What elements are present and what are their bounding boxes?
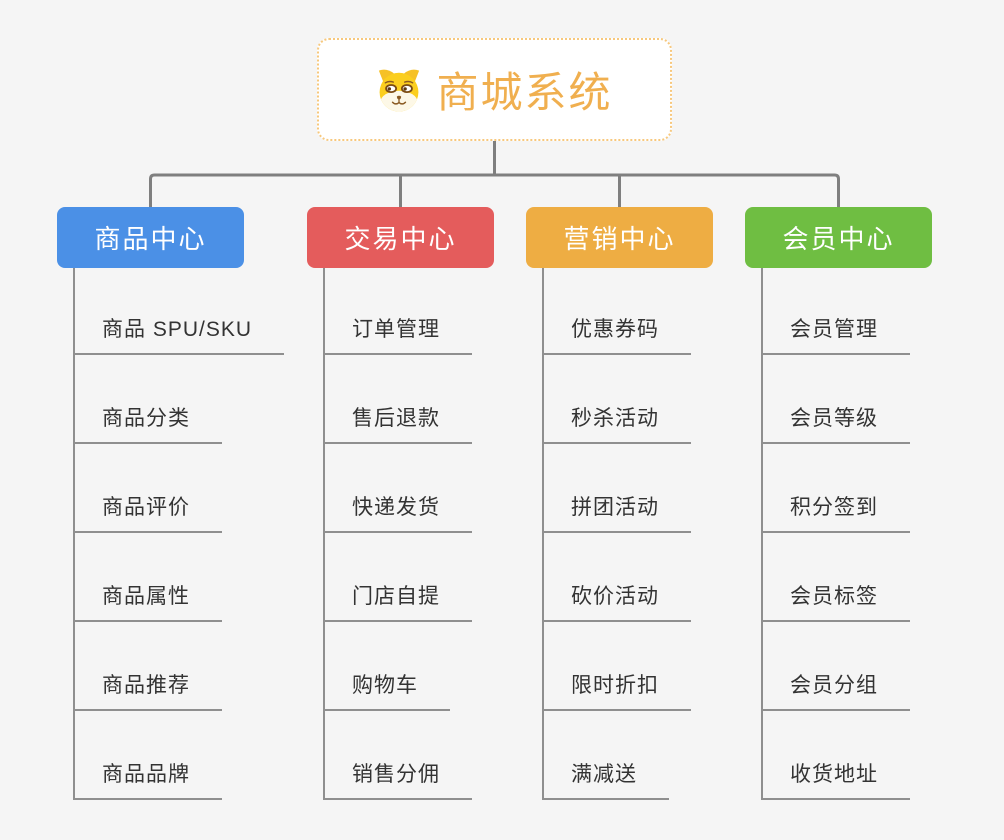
branch-node-1[interactable]: 商品中心 [57,207,244,268]
leaf-row: 商品属性 [73,533,284,622]
leaf-node[interactable]: 快递发货 [323,491,472,533]
leaf-node[interactable]: 商品 SPU/SKU [73,313,285,355]
leaf-row: 满减送 [542,711,691,800]
leaf-node[interactable]: 商品属性 [73,580,222,622]
leaf-node[interactable]: 优惠券码 [542,313,691,355]
leaf-node[interactable]: 商品评价 [73,491,222,533]
leaf-row: 商品分类 [73,355,284,444]
leaf-node[interactable]: 积分签到 [761,491,910,533]
branch-children-4: 会员管理会员等级积分签到会员标签会员分组收货地址 [761,268,910,800]
leaf-node[interactable]: 收货地址 [761,758,910,800]
leaf-row: 收货地址 [761,711,910,800]
branch-node-4[interactable]: 会员中心 [745,207,932,268]
leaf-row: 会员分组 [761,622,910,711]
leaf-row: 商品 SPU/SKU [73,268,285,355]
leaf-row: 订单管理 [323,268,472,355]
dog-face-icon [376,67,422,113]
leaf-node[interactable]: 砍价活动 [542,580,691,622]
leaf-node[interactable]: 商品推荐 [73,669,222,711]
branch-children-1: 商品 SPU/SKU 商品分类商品评价商品属性商品推荐商品品牌 [73,268,285,800]
leaf-row: 会员等级 [761,355,910,444]
branch-node-3[interactable]: 营销中心 [526,207,713,268]
leaf-node[interactable]: 限时折扣 [542,669,691,711]
root-node-title: 商城系统 [436,69,613,116]
leaf-row: 商品品牌 [73,711,284,800]
leaf-node[interactable]: 会员分组 [761,669,910,711]
leaf-row: 商品推荐 [73,622,284,711]
leaf-node[interactable]: 商品分类 [73,402,222,444]
leaf-row: 快递发货 [323,444,472,533]
leaf-row: 拼团活动 [542,444,691,533]
leaf-row: 会员标签 [761,533,910,622]
leaf-node[interactable]: 订单管理 [323,313,472,355]
leaf-row: 售后退款 [323,355,472,444]
leaf-node[interactable]: 购物车 [323,669,450,711]
leaf-row: 商品评价 [73,444,284,533]
leaf-row: 会员管理 [761,268,910,355]
branch-children-2: 订单管理售后退款快递发货门店自提购物车销售分佣 [323,268,472,800]
leaf-row: 限时折扣 [542,622,691,711]
branch-node-2[interactable]: 交易中心 [307,207,494,268]
leaf-node[interactable]: 会员管理 [761,313,910,355]
leaf-node[interactable]: 满减送 [542,758,669,800]
branch-children-3: 优惠券码秒杀活动拼团活动砍价活动限时折扣满减送 [542,268,691,800]
leaf-row: 优惠券码 [542,268,691,355]
leaf-node[interactable]: 售后退款 [323,402,472,444]
root-node[interactable]: 商城系统 [317,38,672,141]
leaf-node[interactable]: 秒杀活动 [542,402,691,444]
leaf-node[interactable]: 会员标签 [761,580,910,622]
leaf-row: 积分签到 [761,444,910,533]
leaf-row: 门店自提 [323,533,472,622]
leaf-row: 购物车 [323,622,472,711]
leaf-row: 砍价活动 [542,533,691,622]
leaf-node[interactable]: 拼团活动 [542,491,691,533]
leaf-row: 秒杀活动 [542,355,691,444]
leaf-node[interactable]: 会员等级 [761,402,910,444]
leaf-node[interactable]: 商品品牌 [73,758,222,800]
leaf-node[interactable]: 门店自提 [323,580,472,622]
leaf-node[interactable]: 销售分佣 [323,758,472,800]
leaf-row: 销售分佣 [323,711,472,800]
